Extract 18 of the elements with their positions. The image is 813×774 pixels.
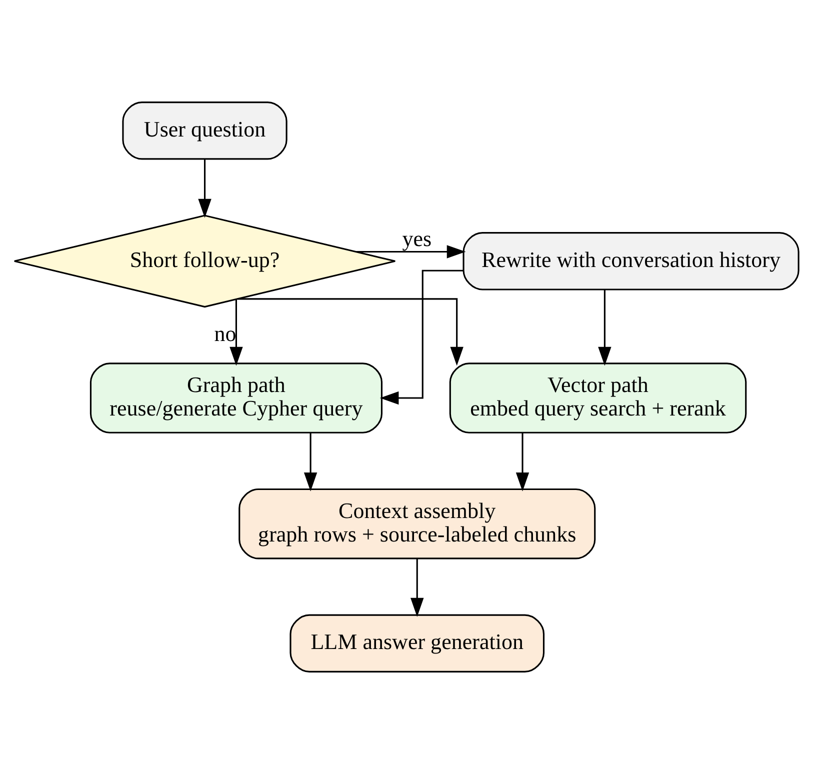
node-box: Rewrite with conversation history [462, 232, 800, 290]
arrow [410, 559, 424, 617]
arrow [304, 433, 318, 492]
node-box: User question [122, 102, 288, 160]
node-diamond: Short follow-up? [14, 214, 396, 308]
arrow [356, 245, 466, 258]
arrow [230, 299, 243, 366]
arrow [380, 270, 464, 405]
arrow [238, 298, 464, 366]
node-box: Context assembly graph rows + source-labeled chunks [238, 488, 596, 560]
edge-label: yes [402, 226, 432, 251]
arrow [598, 290, 612, 366]
node-box: LLM answer generation [290, 614, 545, 672]
node-box: Graph path reuse/generate Cypher query [90, 362, 383, 434]
arrow [516, 433, 530, 492]
edge-label: no [214, 321, 236, 346]
arrow [198, 158, 212, 218]
node-box: Vector path embed query search + rerank [449, 362, 747, 434]
